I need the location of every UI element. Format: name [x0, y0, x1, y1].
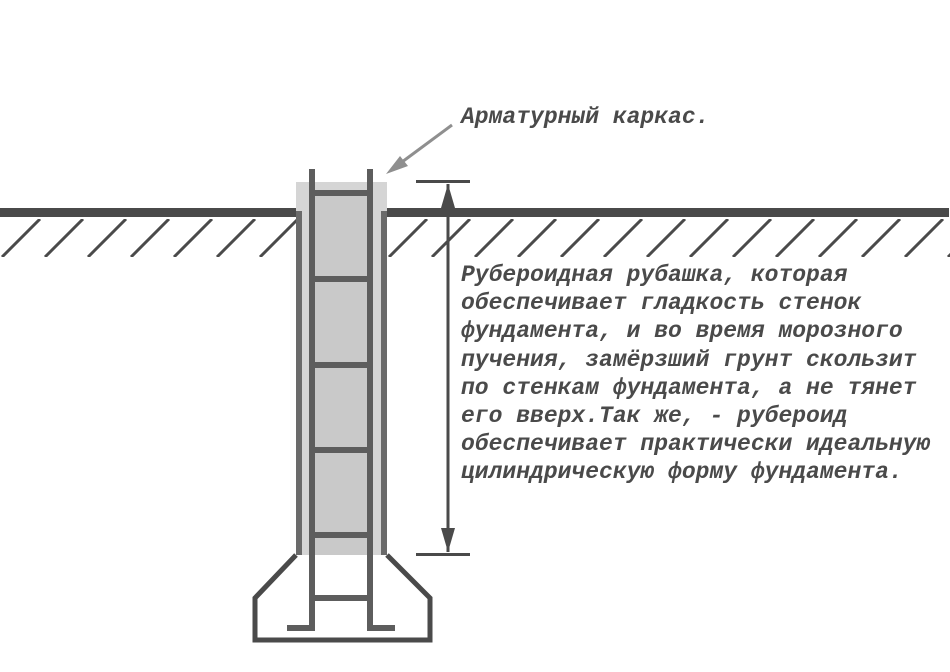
dimension-tick-bottom	[416, 553, 470, 556]
rebar-cage-leader	[386, 123, 453, 174]
jacket-edge-right	[381, 211, 387, 555]
rebar-bar-right	[367, 169, 373, 631]
concrete-fill	[315, 196, 367, 555]
depth-dimension	[416, 180, 470, 556]
rebar-rung-5	[309, 532, 373, 538]
ground-line-left	[0, 208, 296, 217]
rebar-cage-label: Арматурный каркас.	[461, 104, 710, 130]
note-line-1: Рубероидная рубашка, которая	[461, 262, 848, 288]
ruberoid-note: Рубероидная рубашка, которая обеспечивае…	[461, 261, 930, 487]
leader-line	[401, 123, 453, 164]
note-line-7: обеспечивает практически идеальную	[461, 431, 931, 458]
rebar-rung-1	[309, 190, 373, 196]
arrow-down-icon	[441, 528, 455, 552]
rebar-foot-right	[367, 625, 395, 631]
arrow-up-icon	[441, 184, 455, 208]
rebar-rung-3	[309, 362, 373, 368]
rebar-rung-2	[309, 276, 373, 282]
note-line-2: обеспечивает гладкость стенок	[461, 290, 862, 317]
rebar-rung-4	[309, 447, 373, 453]
note-line-8: цилиндрическую форму фундамента.	[461, 459, 903, 486]
rebar-foot-left	[287, 625, 315, 631]
ground-line-right	[387, 208, 949, 217]
leader-arrowhead-icon	[386, 156, 408, 174]
note-line-4: пучения, замёрзший грунт скользит	[461, 346, 917, 373]
rebar-bar-left	[309, 169, 315, 631]
rebar-cage	[287, 169, 395, 631]
soil-hatch-right	[387, 219, 950, 257]
jacket-edge-left	[296, 211, 302, 555]
note-line-3: фундамента, и во время морозного	[461, 318, 903, 345]
note-line-6: его вверх.Так же, - рубероид	[461, 403, 848, 430]
rebar-footing-rung	[312, 595, 370, 601]
note-line-5: по стенкам фундамента, а не тянет	[461, 374, 917, 401]
dimension-line	[446, 184, 450, 552]
dimension-tick-top	[416, 180, 470, 183]
soil-hatch-left	[0, 219, 296, 257]
